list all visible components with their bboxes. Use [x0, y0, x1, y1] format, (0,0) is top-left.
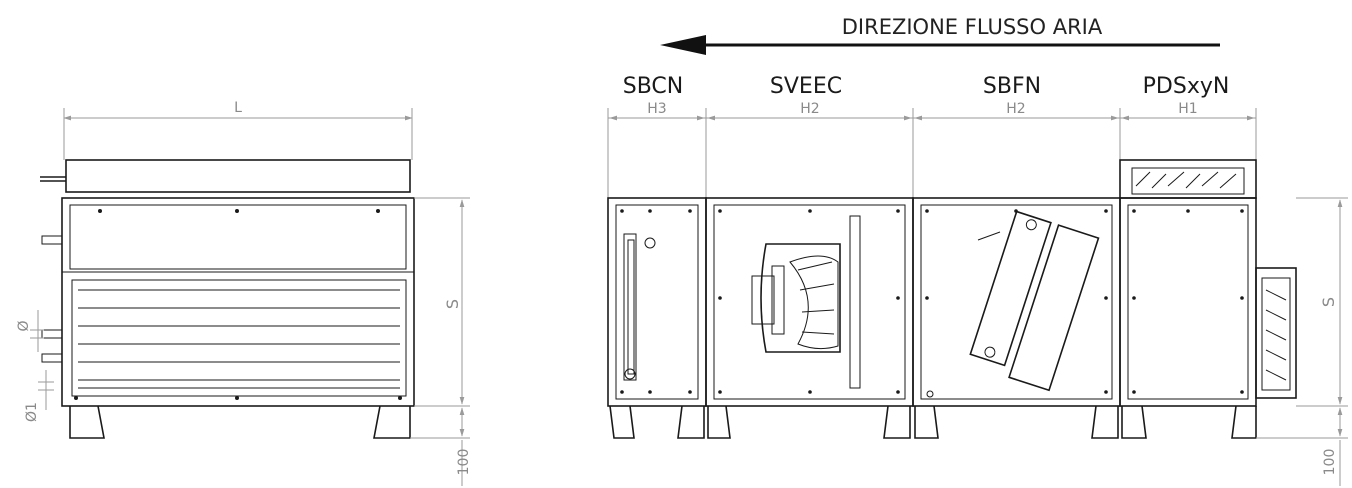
- front-width-dimensions: [607, 108, 1257, 200]
- airflow-direction: DIREZIONE FLUSSO ARIA: [660, 15, 1220, 55]
- airflow-arrow-icon: [660, 35, 706, 55]
- section-sveec: [705, 197, 914, 439]
- module-height-sbfn: H2: [1006, 101, 1025, 117]
- side-view: L S: [16, 100, 472, 486]
- module-code-sveec: SVEEC: [770, 74, 842, 99]
- module-code-sbcn: SBCN: [623, 74, 684, 99]
- module-height-pdsxyn: H1: [1178, 101, 1197, 117]
- pipe-diameter-label: Ø: [16, 320, 32, 331]
- side-length-label: L: [234, 100, 242, 116]
- section-sbcn: [607, 197, 707, 439]
- module-code-sbfn: SBFN: [983, 74, 1041, 99]
- drain-diameter-label: Ø1: [24, 402, 40, 422]
- front-view: S 100: [607, 159, 1348, 486]
- side-feet-label: 100: [456, 449, 472, 476]
- front-feet-label: 100: [1322, 449, 1338, 476]
- front-height-label: S: [1319, 297, 1338, 307]
- module-height-sbcn: H3: [647, 101, 666, 117]
- section-sbfn: [912, 197, 1121, 439]
- module-code-pdsxyn: PDSxyN: [1143, 74, 1230, 99]
- module-labels: SBCN H3 SVEEC H2 SBFN H2 PDSxyN H1: [623, 74, 1230, 117]
- side-height-label: S: [443, 299, 462, 309]
- module-height-sveec: H2: [800, 101, 819, 117]
- airflow-label: DIREZIONE FLUSSO ARIA: [842, 15, 1103, 39]
- section-pdsxyn: [1119, 159, 1297, 439]
